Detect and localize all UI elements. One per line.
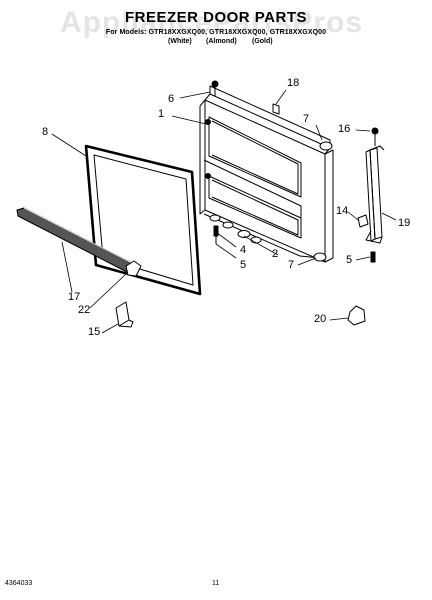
page-title: FREEZER DOOR PARTS	[124, 9, 308, 26]
door-gasket-part	[84, 144, 202, 296]
callout-16: 16	[338, 123, 351, 135]
callout-5-left: 5	[240, 259, 247, 271]
callout-19: 19	[398, 217, 411, 229]
model-list: For Models: GTR18XXGXQ00, GTR18XXGXQ00, …	[105, 29, 327, 36]
callout-6: 6	[168, 93, 175, 105]
callout-20: 20	[314, 313, 327, 325]
callout-17: 17	[68, 291, 81, 303]
door-liner-part	[199, 85, 334, 263]
bracket-part	[115, 301, 134, 328]
color-label-gold: (Gold)	[252, 38, 273, 45]
callout-7-top: 7	[303, 113, 310, 125]
color-label-almond: (Almond)	[206, 38, 237, 45]
top-screw-part	[211, 80, 219, 96]
callout-15: 15	[88, 326, 101, 338]
callout-14: 14	[336, 205, 349, 217]
handle-clip-part	[357, 214, 369, 228]
clip-part	[347, 305, 366, 326]
document-number: 4364033	[5, 580, 33, 587]
hole-plug-part	[313, 141, 333, 262]
handle-screw-top-part	[371, 127, 379, 146]
leader-lines	[51, 89, 397, 334]
bottom-hinge-hardware-part	[209, 214, 262, 244]
callout-22: 22	[78, 304, 91, 316]
watermark-text: AppliancePartsPros	[60, 6, 364, 39]
callout-1: 1	[158, 108, 165, 120]
door-handle-part	[365, 145, 385, 244]
trim-end-cap-part	[125, 260, 142, 277]
callout-18: 18	[287, 77, 300, 89]
color-label-white: (White)	[168, 38, 192, 45]
callout-8: 8	[42, 126, 49, 138]
callout-7-bottom: 7	[288, 259, 295, 271]
handle-screw-bottom-part	[370, 251, 376, 263]
callout-2: 2	[272, 248, 279, 260]
door-panel-edge-part	[272, 103, 280, 115]
page-number: 11	[212, 580, 220, 587]
callout-5-right: 5	[346, 254, 353, 266]
trim-strip-part	[16, 207, 133, 273]
callout-4: 4	[240, 244, 247, 256]
